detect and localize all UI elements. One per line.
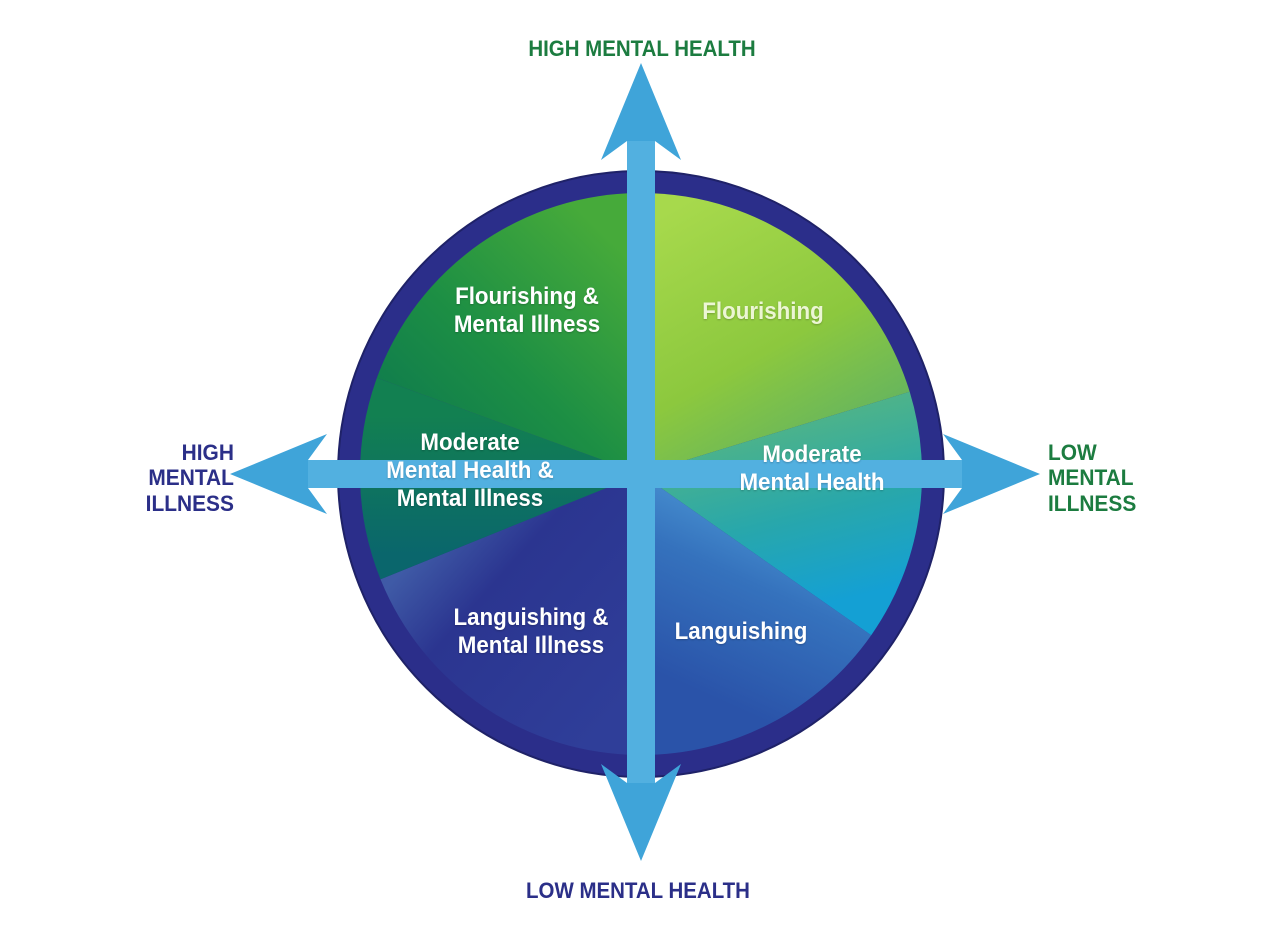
axis-label-low-mental-illness: LOW MENTAL ILLNESS — [1048, 440, 1137, 516]
arrow-head-top-icon — [601, 63, 681, 160]
sector-label-languishing: Languishing — [674, 617, 808, 645]
axis-label-high-mental-health: HIGH MENTAL HEALTH — [528, 36, 756, 61]
arrow-head-left-icon — [230, 434, 327, 514]
vertical-arrow-shaft — [627, 139, 655, 783]
arrow-head-bottom-icon — [601, 764, 681, 861]
sector-label-moderate-mental-health-and-mental-illness: Moderate Mental Health & Mental Illness — [386, 428, 554, 513]
sector-flourishing-and-mental-illness — [376, 193, 641, 474]
sector-languishing-mental-illness — [380, 474, 641, 755]
axis-label-high-mental-illness: HIGH MENTAL ILLNESS — [145, 440, 234, 516]
sector-languishing — [641, 474, 872, 756]
sector-label-flourishing: Flourishing — [702, 297, 824, 325]
sector-moderate-mental-health — [641, 391, 923, 636]
sector-label-languishing-mental-illness: Languishing & Mental Illness — [453, 603, 609, 659]
sector-label-flourishing-and-mental-illness: Flourishing & Mental Illness — [453, 282, 601, 338]
arrow-head-right-icon — [943, 434, 1040, 514]
sector-flourishing — [641, 193, 910, 474]
sector-label-moderate-mental-health: Moderate Mental Health — [739, 440, 885, 496]
axis-label-low-mental-health: LOW MENTAL HEALTH — [526, 878, 750, 903]
